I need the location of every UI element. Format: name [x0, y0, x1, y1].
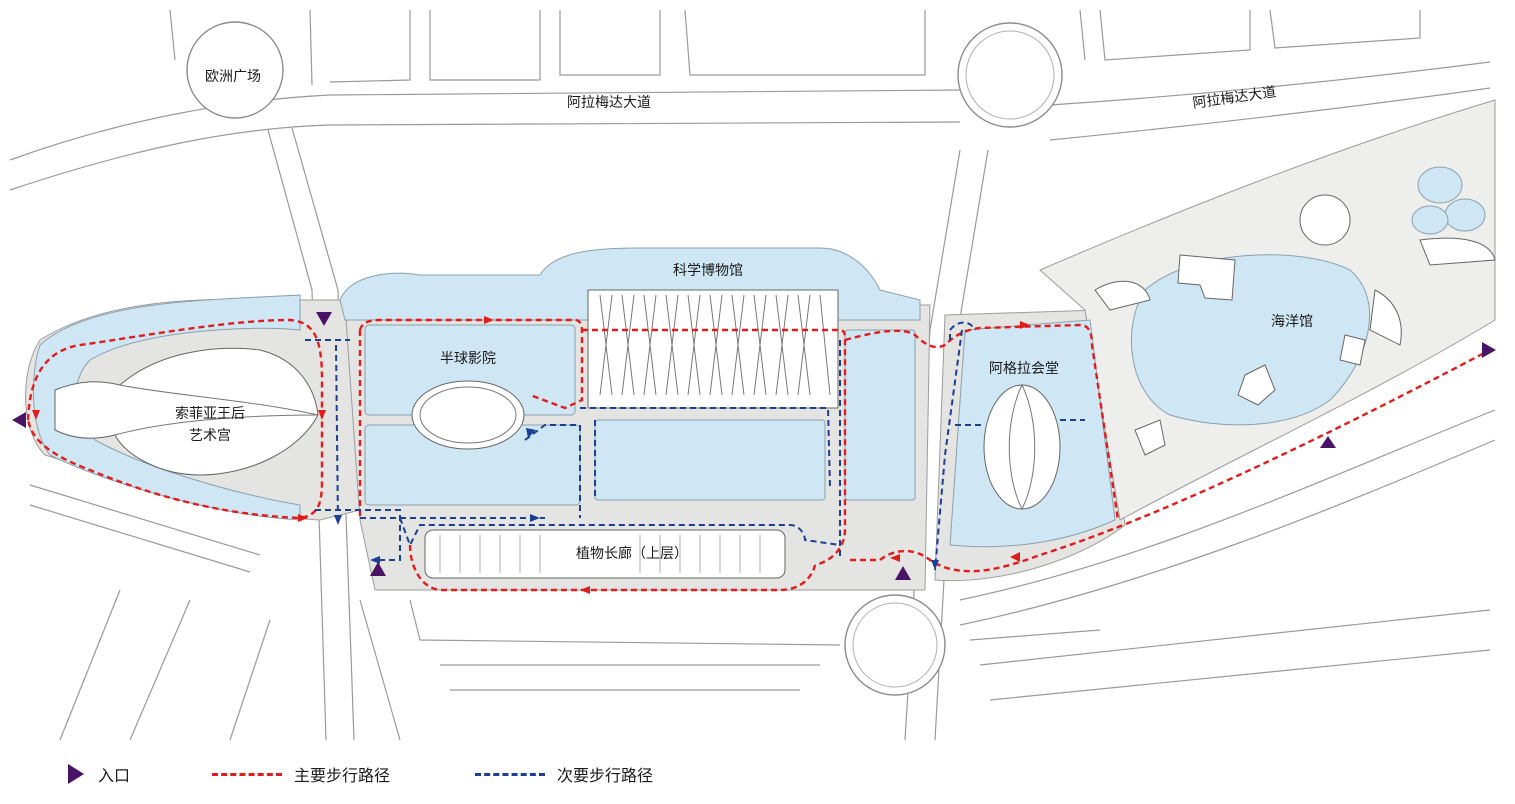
roundabout-north-east [957, 22, 1063, 128]
water-ocean-pond-1 [1417, 166, 1463, 204]
hemisferic-building [411, 380, 525, 450]
agora-building [983, 384, 1061, 510]
secondary-path-arrows [334, 428, 939, 570]
water-ocean-pond-3 [1411, 205, 1449, 235]
label-queen-sofia-line2: 艺术宫 [189, 428, 231, 444]
entrance-marker-east-2 [1482, 342, 1496, 358]
legend-main-path: 主要步行路径 [212, 762, 390, 786]
entrance-marker-north-west [316, 312, 332, 326]
entrance-marker-south-west [370, 562, 386, 576]
umbracle-ribs [439, 535, 761, 573]
secondary-walking-paths [305, 321, 1085, 571]
water-ocean-pond-2 [1444, 198, 1486, 232]
main-path-arrows [32, 316, 1030, 594]
legend-secondary-path: 次要步行路径 [475, 762, 653, 786]
legend-main-path-label: 主要步行路径 [294, 766, 391, 785]
legend-main-path-swatch [212, 772, 282, 776]
entrance-marker-south [895, 566, 911, 580]
entrance-marker-east-1 [1320, 436, 1336, 448]
science-museum-ribs [599, 294, 831, 396]
label-hemisferic: 半球影院 [440, 351, 496, 367]
street-network [9, 9, 1496, 741]
science-museum-building [587, 289, 839, 409]
water-pool-south-mid [594, 419, 826, 501]
label-science-museum: 科学博物馆 [673, 262, 743, 279]
entrance-markers [12, 312, 1496, 580]
umbracle-building [424, 529, 786, 579]
water-oceanografic [1130, 254, 1371, 426]
main-walking-paths [26, 318, 1491, 592]
label-agora: 阿格拉会堂 [989, 361, 1059, 377]
label-queen-sofia-line1: 索菲亚王后 [175, 405, 245, 422]
legend-secondary-path-swatch [475, 772, 545, 776]
oceanografic-structures [1094, 194, 1496, 456]
entrance-marker-west [12, 412, 26, 428]
label-umbracle: 植物长廊（上层） [576, 545, 688, 562]
legend-entrance-label: 入口 [98, 766, 131, 785]
map-legend: 入口 主要步行路径 次要步行路径 [0, 752, 1515, 796]
label-alameda-avenue-west: 阿拉梅达大道 [567, 95, 651, 111]
water-west [33, 294, 301, 521]
roundabout-europe-square [186, 21, 284, 119]
legend-entrance: 入口 [66, 762, 130, 786]
roundabout-south [844, 594, 946, 696]
label-oceanografic: 海洋馆 [1271, 314, 1313, 330]
label-europe-square: 欧洲广场 [205, 69, 261, 85]
triangle-right-icon [68, 764, 84, 784]
legend-secondary-path-label: 次要步行路径 [557, 766, 654, 785]
water-pool-south-east [844, 329, 916, 501]
